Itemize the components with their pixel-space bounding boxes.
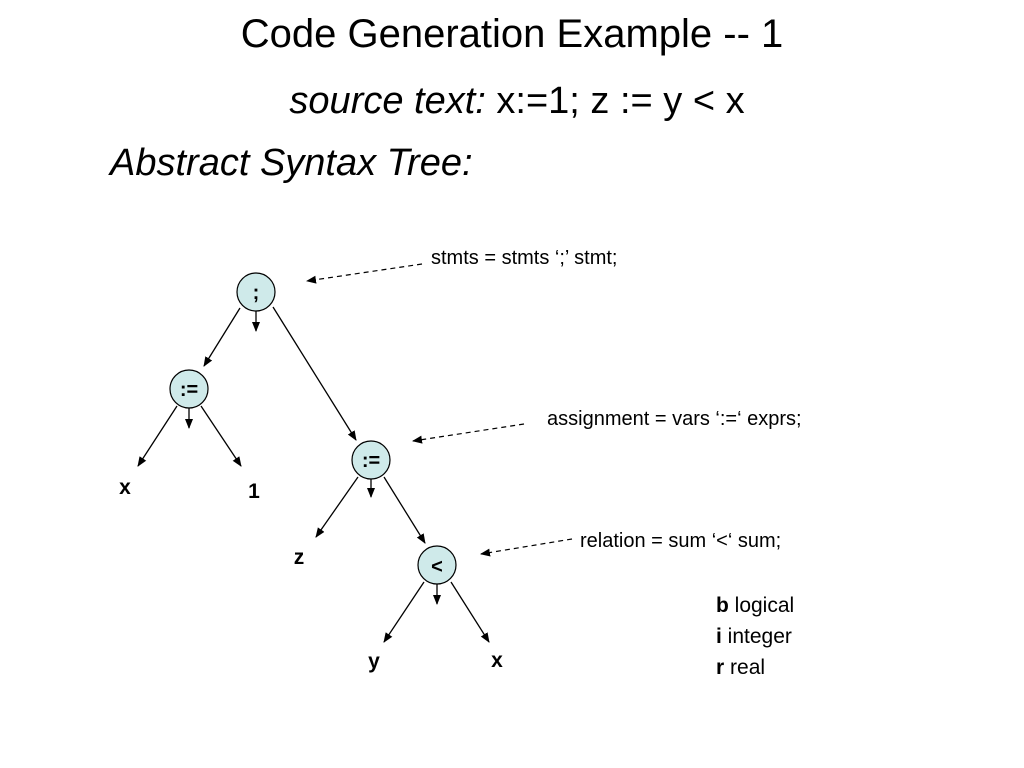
source-text-line: source text: x:=1; z := y < x: [0, 80, 1024, 123]
annotation-stmts: stmts = stmts ‘;’ stmt;: [431, 247, 617, 269]
edge-assign2-z: [315, 476, 359, 538]
edge-assign1-one: [200, 405, 242, 467]
leaf-y: y: [368, 650, 380, 673]
leaf-one: 1: [248, 480, 260, 503]
type-legend: b logical i integer r real: [716, 590, 794, 683]
edge-root-assign1: [203, 307, 241, 367]
slide-title: Code Generation Example -- 1: [240, 12, 784, 56]
edge-relation-x: [450, 581, 490, 643]
leaf-z: z: [294, 546, 305, 569]
edge-relation-y: [383, 581, 425, 643]
node-relation: [417, 545, 457, 585]
legend-key: r: [716, 656, 725, 679]
ast-heading: Abstract Syntax Tree:: [110, 142, 473, 184]
source-text-label: source text:: [289, 80, 486, 122]
annotation-arrow-relation: [480, 538, 573, 557]
node-assign2: [351, 440, 391, 480]
annotation-arrow-assignment: [412, 423, 525, 444]
legend-item-real: r real: [716, 652, 794, 683]
node-relation-label: <: [431, 556, 443, 578]
node-root: [236, 272, 276, 312]
legend-key: b: [716, 594, 729, 617]
leaf-x-assign: x: [119, 476, 131, 499]
legend-desc: integer: [721, 625, 792, 648]
node-assign2-label: :=: [362, 450, 380, 472]
legend-item-integer: i integer: [716, 621, 794, 652]
annotation-arrow-stmts: [306, 263, 423, 284]
edge-assign1-x: [137, 405, 178, 467]
node-assign1-label: :=: [180, 379, 198, 401]
edge-root-assign2: [272, 306, 357, 441]
legend-desc: logical: [728, 594, 795, 617]
node-root-label: ;: [253, 282, 260, 304]
legend-key: i: [716, 625, 722, 648]
edge-assign2-relation: [383, 476, 426, 544]
annotation-assignment: assignment = vars ‘:=‘ exprs;: [547, 408, 802, 430]
node-assign1: [169, 369, 209, 409]
source-text-code: x:=1; z := y < x: [485, 80, 745, 122]
legend-item-logical: b logical: [716, 590, 794, 621]
annotation-relation: relation = sum ‘<‘ sum;: [580, 530, 781, 552]
legend-desc: real: [724, 656, 766, 679]
leaf-x-relation: x: [491, 649, 503, 672]
